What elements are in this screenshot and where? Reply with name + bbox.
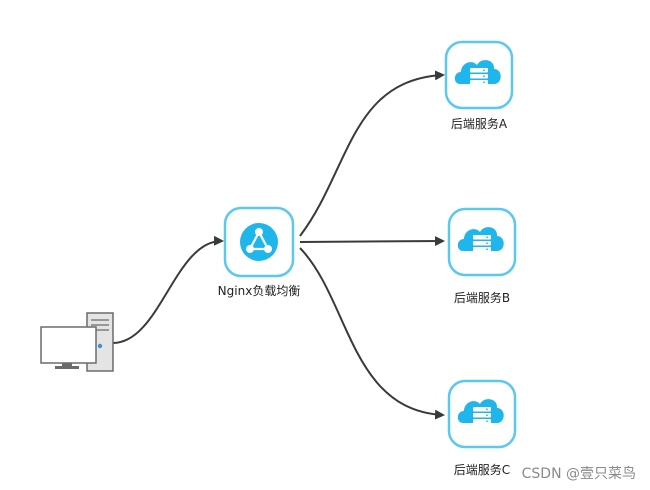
edge-nginx-to-backend-c [299,247,445,420]
backend-c-label: 后端服务C [453,463,511,477]
watermark: CSDN @壹只菜鸟 [521,466,636,482]
client-computer-icon [40,312,114,372]
edge-client-to-nginx [112,235,224,344]
nginx-node[interactable] [223,206,295,278]
computer-monitor [40,326,97,364]
edge-nginx-to-backend-b [299,236,445,247]
load-balancer-icon [240,223,278,261]
cloud-server-icon [454,60,501,85]
cloud-server-icon [457,227,504,252]
backend-a-label: 后端服务A [450,117,508,131]
client-node[interactable] [40,312,114,372]
backend-b-label: 后端服务B [453,291,511,305]
backend-b-node[interactable] [447,207,517,277]
edges [112,70,445,420]
cloud-server-icon [457,399,504,424]
edge-nginx-to-backend-a [299,70,445,237]
backend-c-node[interactable] [447,379,517,449]
nginx-node-label: Nginx负载均衡 [217,284,301,298]
backend-a-node[interactable] [444,40,514,110]
